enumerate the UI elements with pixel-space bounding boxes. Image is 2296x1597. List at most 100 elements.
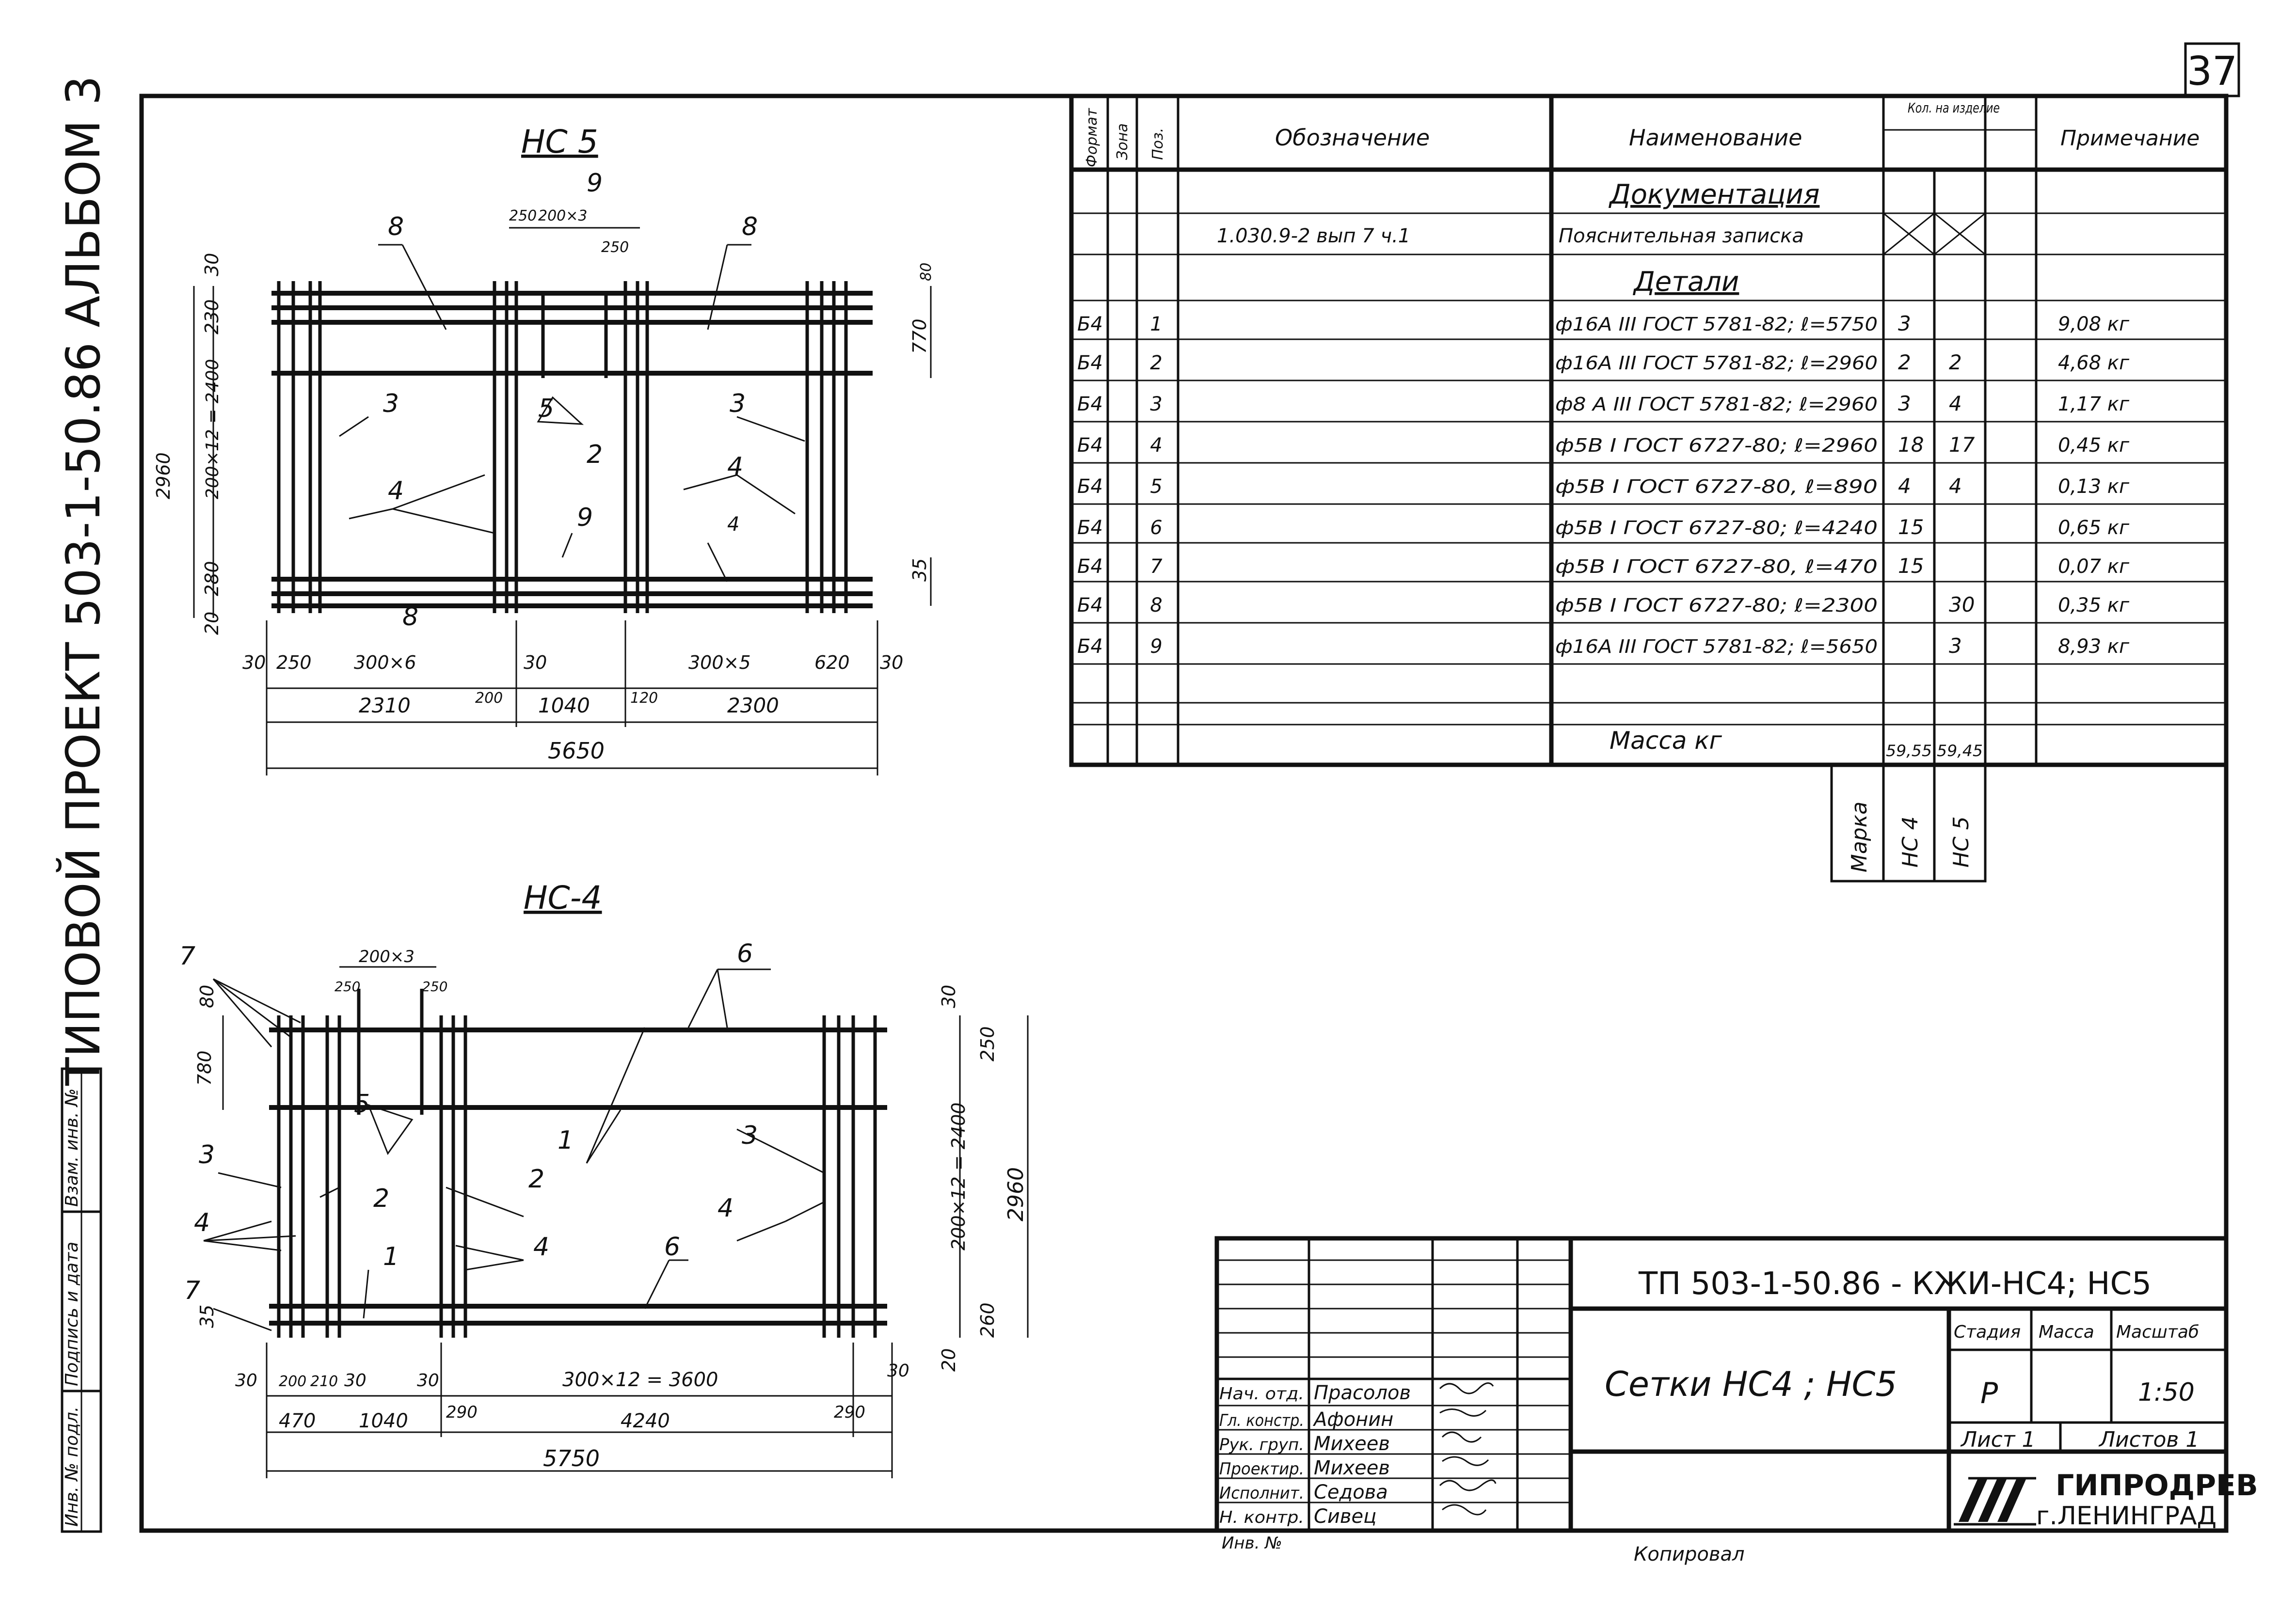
hc4-dim-r-5: 260	[977, 1302, 998, 1338]
spec-row-name: ф5В I ГОСТ 6727-80; ℓ=4240	[1555, 517, 1878, 538]
spec-row-qty-1: 3	[1898, 312, 1911, 335]
spec-row-pos: 8	[1150, 594, 1162, 617]
doc-designation: 1.030.9-2 вып 7 ч.1	[1217, 225, 1410, 247]
spec-row-format: Б4	[1077, 352, 1103, 374]
hc5-dim-b1-1: 30	[242, 652, 266, 673]
hc4-dim-total: 5750	[543, 1445, 600, 1471]
hc5-dim-l-4: 2960	[153, 452, 174, 499]
hdr-qty: Кол. на изделие	[1908, 100, 2000, 116]
hc5-dim-b2-2: 1040	[538, 694, 590, 717]
stage-value: Р	[1980, 1376, 1998, 1410]
spec-row-qty-1: 15	[1898, 515, 1924, 539]
hc5-callout-9b: 9	[577, 503, 593, 532]
spec-row-pos: 5	[1150, 475, 1162, 498]
hc4-callout-7a: 7	[179, 942, 195, 971]
hc5-callout-4b: 4	[727, 452, 743, 481]
hc4-dim-b1-6: 300×12 = 3600	[562, 1369, 718, 1391]
spec-row-format: Б4	[1077, 313, 1103, 335]
hc4-dim-b1-7: 30	[887, 1361, 909, 1381]
person-name: Седова	[1314, 1481, 1388, 1503]
spec-row-qty-1: 18	[1898, 433, 1924, 457]
spec-row-format: Б4	[1077, 517, 1103, 539]
person-role: Проектир.	[1219, 1459, 1304, 1479]
hc4-dim-top-1: 200×3	[359, 947, 415, 966]
hc5-dim-top-2: 200×3	[538, 207, 587, 224]
spec-row-pos: 1	[1150, 313, 1162, 335]
hc5-callout-8a: 8	[388, 212, 404, 241]
spec-row-pos: 4	[1150, 434, 1162, 457]
hc5-dim-b2-1: 2310	[359, 694, 411, 717]
hc4-dim-b1-1: 30	[235, 1371, 257, 1391]
hc4-callout-4c: 4	[718, 1194, 733, 1223]
hc4-callout-6b: 6	[664, 1233, 680, 1262]
hc4-dim-b2-2: 1040	[359, 1410, 408, 1432]
person-name: Афонин	[1312, 1408, 1393, 1431]
hc5-dim-b1-5: 200	[475, 690, 503, 707]
hc4-callout-5: 5	[354, 1090, 370, 1119]
hc4-callout-1a: 1	[558, 1126, 574, 1155]
org-city: г.ЛЕНИНГРАД	[2036, 1502, 2216, 1531]
hc5-dim-l-1: 30	[201, 253, 223, 276]
sheet-label: Лист 1	[1960, 1427, 2035, 1452]
hc5-title: НС 5	[521, 123, 598, 160]
hc4-callout-4b: 4	[533, 1233, 549, 1262]
hc5-dim-l-2: 230	[201, 299, 223, 334]
spec-row-qty-2: 4	[1949, 474, 1962, 498]
hc5-callout-3b: 3	[730, 389, 746, 418]
spec-row-name: ф16А III ГОСТ 5781-82; ℓ=5650	[1555, 636, 1878, 657]
hc4-callout-4a: 4	[194, 1208, 210, 1237]
hc4-dim-r-3: 200×12 = 2400	[948, 1103, 969, 1250]
side-stamp: Инв. № подл. Подпись и дата Взам. инв. №	[61, 1067, 102, 1533]
mass-label: Масса кг	[1610, 727, 1722, 755]
inv-label: Инв. №	[1222, 1534, 1282, 1553]
person-role: Н. контр.	[1219, 1508, 1304, 1527]
person-name: Сивец	[1314, 1505, 1376, 1528]
spec-row-name: ф5В I ГОСТ 6727-80, ℓ=470	[1555, 556, 1878, 577]
spec-row-note: 0,13 кг	[2058, 475, 2130, 498]
spec-row-name: ф5В I ГОСТ 6727-80; ℓ=2300	[1555, 595, 1878, 616]
marka-value-1: НС 4	[1898, 816, 1923, 868]
spec-row-note: 0,35 кг	[2058, 594, 2130, 617]
marka-label: Марка	[1847, 802, 1872, 872]
mass-col-label: Масса	[2039, 1322, 2094, 1342]
hc5-callout-4a: 4	[388, 476, 404, 506]
sheets-label: Листов 1	[2098, 1427, 2199, 1452]
hc5-callout-8b: 8	[742, 212, 758, 241]
spec-row-note: 1,17 кг	[2058, 393, 2130, 415]
hc5-dim-l-3: 200×12 = 2400	[203, 359, 223, 499]
hc4-dim-b2-5: 290	[834, 1403, 865, 1422]
hc5-callout-4c: 4	[727, 513, 739, 536]
spec-row-note: 0,65 кг	[2058, 517, 2130, 539]
drawing-hc5: НС 5	[153, 123, 935, 775]
spec-row-pos: 9	[1150, 635, 1162, 658]
hc4-dim-b1-3: 210	[310, 1373, 338, 1390]
hc5-callout-8c: 8	[402, 602, 418, 632]
hc4-callout-3a: 3	[199, 1140, 215, 1170]
hc5-dim-r-2: 770	[909, 318, 930, 354]
spec-table	[1069, 94, 2229, 883]
side-title: ТИПОВОЙ ПРОЕКТ 503-1-50.86 АЛЬБОМ 3	[56, 76, 111, 1086]
hc5-dim-b1-2: 250	[276, 652, 312, 673]
hc4-callout-1b: 1	[383, 1242, 399, 1271]
hc4-dim-b1-4: 30	[344, 1371, 367, 1391]
spec-row-note: 0,45 кг	[2058, 434, 2130, 457]
hc5-dim-r-1: 80	[918, 263, 935, 281]
spec-row-qty-1: 2	[1898, 350, 1911, 374]
hc4-dim-b2-1: 470	[279, 1410, 316, 1432]
spec-row-name: ф8 А III ГОСТ 5781-82; ℓ=2960	[1555, 394, 1878, 415]
hc4-dim-b2-3: 290	[446, 1403, 478, 1422]
spec-row-qty-2: 30	[1949, 593, 1975, 617]
spec-row-format: Б4	[1077, 635, 1103, 658]
spec-row-pos: 3	[1150, 393, 1162, 415]
spec-row-note: 0,07 кг	[2058, 555, 2130, 578]
hc4-callout-2a: 2	[528, 1165, 544, 1194]
hc5-dim-b1-6: 120	[630, 690, 658, 707]
hc4-callout-2b: 2	[373, 1184, 389, 1213]
hc5-dim-b2-3: 2300	[727, 694, 779, 717]
drawing-hc4: НС-4	[179, 879, 1029, 1478]
mass-value-2: 59,45	[1937, 742, 1983, 760]
hc5-callout-9: 9	[587, 169, 603, 198]
person-name: Михеев	[1314, 1433, 1390, 1455]
